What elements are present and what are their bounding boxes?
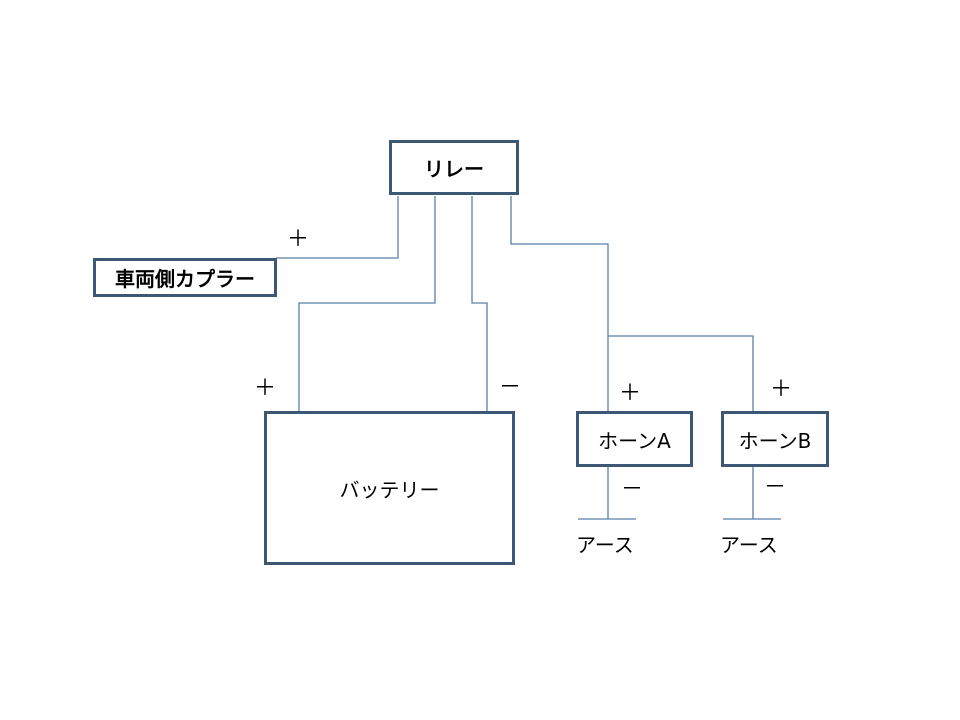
horn-a-earth-label: アース: [576, 533, 634, 557]
wire-relay-horns: [510, 196, 609, 411]
horn-a-plus-sign: ＋: [619, 381, 642, 406]
horn-a-box: ホーンA: [576, 411, 693, 467]
horn-b-plus-sign: ＋: [770, 377, 793, 402]
wire-relay-battery-plus: [298, 196, 436, 411]
battery-minus-sign: －: [499, 375, 522, 400]
wire-horn-branch: [608, 335, 754, 411]
battery-plus-sign: ＋: [254, 376, 277, 401]
wire-relay-coupler: [276, 196, 399, 259]
horn-b-earth-label: アース: [720, 533, 778, 557]
coupler-plus-sign: ＋: [287, 227, 310, 252]
wire-relay-battery-minus: [471, 196, 488, 411]
horn-b-minus-sign: －: [764, 475, 787, 500]
battery-box: バッテリー: [264, 411, 515, 565]
horn-b-box: ホーンB: [721, 411, 829, 467]
relay-box: リレー: [389, 140, 519, 195]
coupler-box: 車両側カプラー: [93, 258, 277, 297]
horn-a-minus-sign: －: [621, 477, 644, 502]
